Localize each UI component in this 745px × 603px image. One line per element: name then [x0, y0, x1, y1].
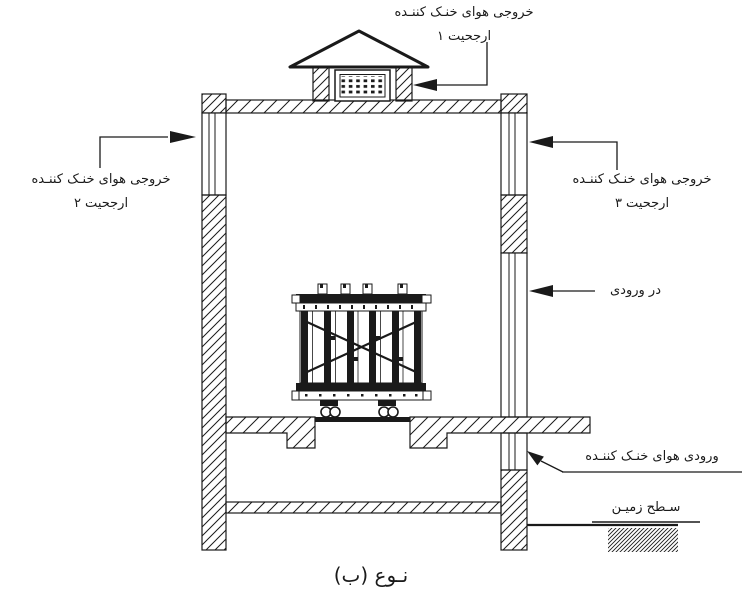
- transformer-rail: [315, 417, 410, 422]
- label-outlet-priority-3: خروجی هوای خنـک کننـده ارجحیت ۳: [542, 168, 742, 216]
- vent-roof-cap: [288, 29, 430, 69]
- label-outlet-1-line2: ارجحیت ۱: [436, 29, 492, 44]
- ground: [527, 523, 678, 552]
- ceiling-slab: [225, 99, 502, 114]
- label-ground-level: سـطح زمیـن: [611, 500, 681, 515]
- leader-door: [529, 285, 595, 297]
- right-parapet: [500, 93, 528, 114]
- vent-right-pillar: [395, 66, 413, 102]
- arrow-right-icon: [170, 131, 196, 143]
- right-outlet-louver: [500, 112, 528, 196]
- entrance-door-panel: [500, 252, 528, 418]
- arrow-left-icon: [413, 79, 437, 91]
- raised-floor-slab: [225, 416, 591, 449]
- left-parapet: [201, 93, 227, 114]
- roof-ventilator: [288, 29, 430, 102]
- transformer-top-frame: [291, 294, 432, 312]
- right-wall-masonry-lower: [500, 469, 528, 551]
- cross-braces: [306, 321, 417, 373]
- transformer-bushings: [317, 283, 408, 295]
- left-outlet-louver: [201, 112, 227, 196]
- transformer-wheels: [320, 400, 399, 418]
- right-wall-masonry-upper: [500, 194, 528, 254]
- inlet-louver: [500, 432, 528, 471]
- leader-outlet-1: [413, 42, 488, 91]
- figure-caption: نـوع (ب): [333, 563, 409, 587]
- transformer-bottom-frame: [291, 383, 432, 401]
- arrow-up-left-icon: [527, 451, 544, 466]
- building-section: [201, 93, 591, 551]
- arrow-left-icon: [529, 136, 553, 148]
- label-entrance-door: در ورودی: [610, 283, 661, 298]
- leader-outlet-2: [99, 131, 196, 168]
- leader-arrows: [99, 42, 742, 523]
- arrow-left-icon: [529, 285, 553, 297]
- ground-hatch: [608, 528, 678, 552]
- vent-grille: [334, 69, 391, 102]
- leader-inlet: [527, 451, 742, 473]
- label-outlet-priority-2: خروجی هوای خنـک کننـده ارجحیت ۲: [11, 168, 191, 216]
- right-wall: [500, 93, 528, 551]
- transformer-core-coils: [299, 310, 423, 384]
- label-outlet-3-line2: ارجحیت ۳: [614, 196, 670, 211]
- label-outlet-2-line2: ارجحیت ۲: [73, 196, 129, 211]
- vent-left-pillar: [312, 66, 330, 102]
- leader-outlet-3: [529, 136, 618, 170]
- transformer: [291, 283, 432, 418]
- label-outlet-1-line1: خروجی هوای خنـک کننـده: [394, 5, 534, 20]
- left-wall-masonry: [201, 194, 227, 551]
- label-outlet-3-line1: خروجی هوای خنـک کننـده: [572, 172, 712, 187]
- label-outlet-2-line1: خروجی هوای خنـک کننـده: [31, 172, 171, 187]
- label-cooling-air-inlet: ورودی هوای خنـک کننـده: [585, 449, 719, 464]
- left-wall: [201, 93, 227, 551]
- label-outlet-priority-1: خروجی هوای خنـک کننـده ارجحیت ۱: [384, 1, 544, 49]
- basement-slab: [225, 501, 502, 514]
